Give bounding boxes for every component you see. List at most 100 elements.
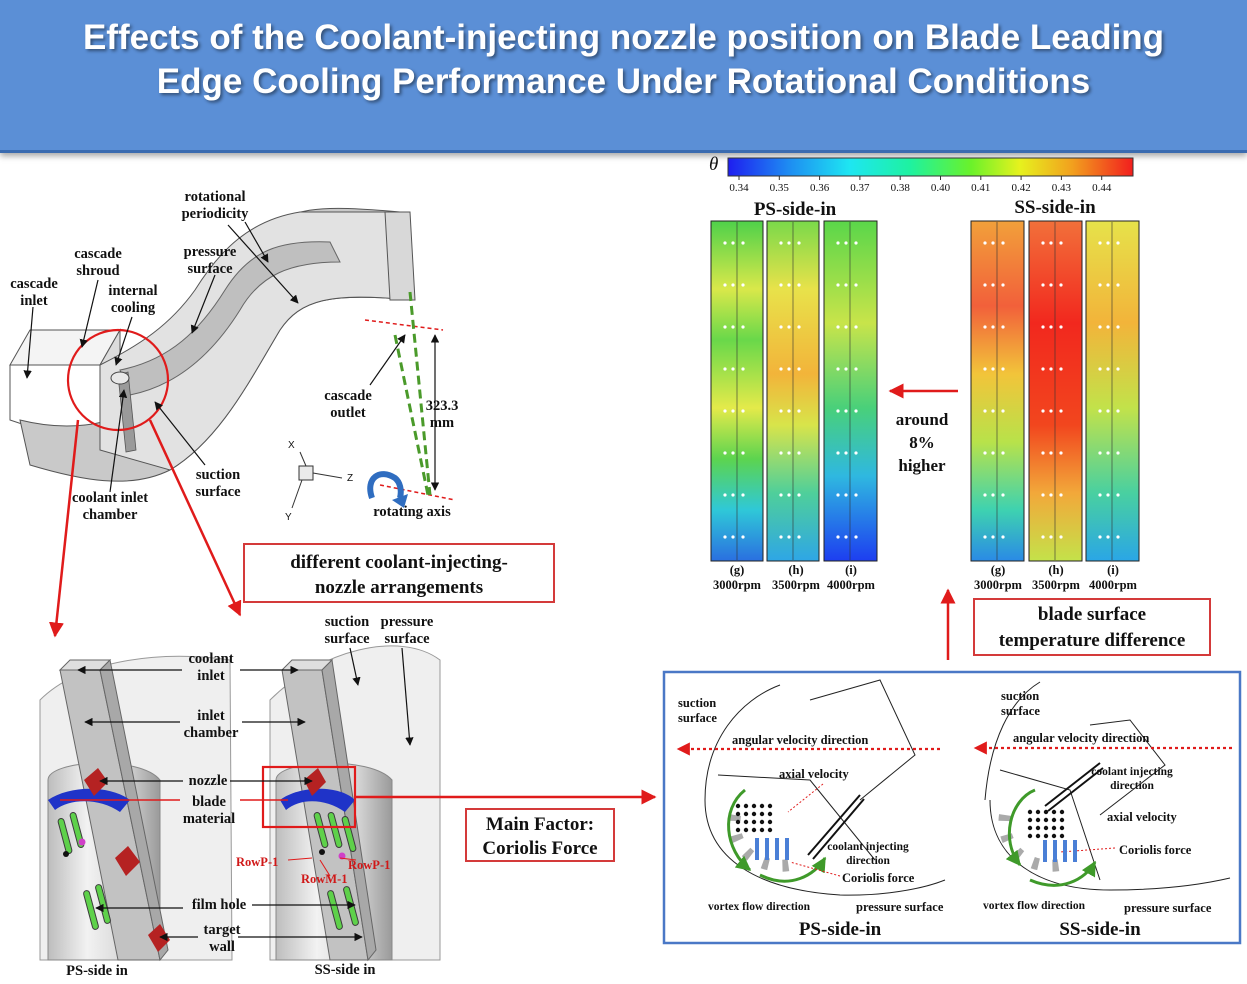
film-hole-dot xyxy=(741,493,745,497)
film-hole-dot xyxy=(797,493,801,497)
flow-left-vortex: vortex flow direction xyxy=(708,901,810,913)
film-hole-dot xyxy=(1049,283,1053,287)
film-hole-dot xyxy=(779,325,783,329)
film-hole-dot xyxy=(797,241,801,245)
film-hole-dot xyxy=(797,283,801,287)
colorbar-tick-label: 0.40 xyxy=(930,182,951,194)
film-hole-dot xyxy=(1106,325,1110,329)
film-hole-dot xyxy=(1041,535,1045,539)
nozzle-detail-ps xyxy=(39,655,233,962)
film-hole-dot xyxy=(844,409,848,413)
colorbar-tick-label: 0.44 xyxy=(1092,182,1112,194)
title-line-2: Edge Cooling Performance Under Rotationa… xyxy=(156,62,1091,101)
film-hole-dot xyxy=(854,283,858,287)
film-hole-dot xyxy=(844,325,848,329)
colorbar-tick-label: 0.36 xyxy=(809,182,830,194)
film-hole-dot xyxy=(836,283,840,287)
film-hole-dot xyxy=(991,535,995,539)
film-hole-dot xyxy=(991,409,995,413)
label-rowp1-left: RowP-1 xyxy=(236,855,279,869)
axial-velocity-dot xyxy=(1035,833,1041,839)
axial-velocity-dot xyxy=(1051,809,1057,815)
nozzle-detail-ss xyxy=(261,645,441,962)
axial-velocity-dot xyxy=(1027,825,1033,831)
label-nozzle: nozzle xyxy=(188,773,228,789)
film-hole-dot xyxy=(844,451,848,455)
flow-panel-frame xyxy=(662,670,1242,945)
film-hole-dot xyxy=(779,535,783,539)
title-banner: Effects of the Coolant-injecting nozzle … xyxy=(0,0,1247,153)
axial-velocity-dot xyxy=(759,819,765,825)
film-hole-dot xyxy=(1098,451,1102,455)
film-hole-dot xyxy=(1041,409,1045,413)
film-hole-dot xyxy=(723,451,727,455)
film-hole-dots xyxy=(723,222,1120,560)
film-hole-dot xyxy=(1098,325,1102,329)
axial-velocity-dot xyxy=(751,803,757,809)
film-hole-dot xyxy=(731,367,735,371)
axial-velocity-dot xyxy=(1027,809,1033,815)
flow-left-caption: PS-side-in xyxy=(798,919,882,940)
film-hole-dot xyxy=(741,283,745,287)
axis-y-label: Y xyxy=(285,512,292,523)
flow-left-coriolis: Coriolis force xyxy=(842,871,915,885)
film-hole-dot xyxy=(1116,367,1120,371)
film-hole-dot xyxy=(797,535,801,539)
film-hole-dot xyxy=(844,241,848,245)
axial-velocity-dot xyxy=(1059,809,1065,815)
film-hole-dot xyxy=(741,409,745,413)
axial-velocity-dot xyxy=(1035,809,1041,815)
film-hole-dot xyxy=(797,409,801,413)
film-hole-dot xyxy=(983,493,987,497)
film-hole-dot xyxy=(1059,241,1063,245)
film-hole-dot xyxy=(1116,325,1120,329)
ps-panel-g-caption: (g)3000rpm xyxy=(713,563,761,592)
film-hole-dot xyxy=(983,367,987,371)
label-rowm1: RowM-1 xyxy=(301,872,348,886)
film-hole-dot xyxy=(1049,451,1053,455)
axial-velocity-dot xyxy=(767,819,773,825)
film-hole-dot xyxy=(723,241,727,245)
axial-velocity-dot xyxy=(735,811,741,817)
flow-left-axial-velocity: axial velocity xyxy=(779,767,849,781)
film-hole-dot xyxy=(797,451,801,455)
ss-panel-h-caption: (h)3500rpm xyxy=(1032,563,1080,592)
ss-panel-g-caption: (g)3000rpm xyxy=(974,563,1022,592)
film-hole-dot xyxy=(854,409,858,413)
film-hole-dot xyxy=(741,325,745,329)
film-hole-dot xyxy=(1098,409,1102,413)
film-hole-dot xyxy=(1001,535,1005,539)
film-hole-dot xyxy=(741,535,745,539)
film-hole-dot xyxy=(991,493,995,497)
film-hole-dot xyxy=(1001,241,1005,245)
flow-right-vortex: vortex flow direction xyxy=(983,900,1085,912)
ps-contours xyxy=(710,220,878,562)
film-hole-dot xyxy=(1001,283,1005,287)
film-hole-dot xyxy=(983,451,987,455)
film-hole-dot xyxy=(1059,535,1063,539)
film-hole-dot xyxy=(991,451,995,455)
film-hole-dot xyxy=(991,367,995,371)
film-hole-dot xyxy=(836,367,840,371)
colorbar-ticks xyxy=(738,176,1103,180)
axial-velocity-dot xyxy=(767,803,773,809)
film-hole-dot xyxy=(1098,241,1102,245)
film-hole-dot xyxy=(731,493,735,497)
axial-velocity-dot xyxy=(767,811,773,817)
axial-velocity-dot xyxy=(1051,825,1057,831)
film-hole-dot xyxy=(1106,535,1110,539)
axial-velocity-dot xyxy=(1051,817,1057,823)
film-hole-dot xyxy=(1001,493,1005,497)
axial-velocity-dot xyxy=(1027,833,1033,839)
film-hole-dot xyxy=(1059,283,1063,287)
film-hole-dot xyxy=(854,241,858,245)
label-ps-side-in: PS-side in xyxy=(66,963,128,979)
